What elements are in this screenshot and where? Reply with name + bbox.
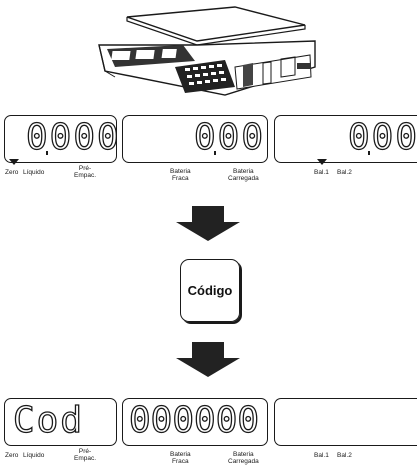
row2-label-liquido: Líquido <box>23 452 45 459</box>
row1-zero-indicator-icon <box>9 159 19 165</box>
codigo-key-button[interactable]: Código <box>180 259 240 322</box>
row1-label-pre-empac: Pré- Empac. <box>74 165 97 179</box>
row1-bal1-indicator-icon <box>317 159 327 165</box>
row1-panel2-digits: 000 <box>193 117 266 158</box>
row2-panel1-text: Cod <box>12 400 85 441</box>
row2-label-bal1: Bal.1 <box>314 452 329 459</box>
row1-label-bateria-carregada: Bateria Carregada <box>228 168 259 182</box>
row2-display-panel-3 <box>274 398 417 446</box>
row1-label-bateria-fraca: Bateria Fraca <box>170 168 191 182</box>
row1-panel1-digits: 0000 <box>25 117 121 158</box>
row2-label-pre-empac: Pré- Empac. <box>74 448 97 462</box>
row1-display-panel-2: 000 <box>122 115 268 163</box>
row1-display-panel-3: 000 <box>274 115 417 165</box>
scale-illustration <box>98 6 316 96</box>
row2-display-panel-2: 000000 <box>122 398 268 446</box>
row2-label-bal2: Bal.2 <box>337 452 352 459</box>
row1-panel3-digits: 000 <box>347 117 417 158</box>
down-arrow-icon <box>176 206 240 241</box>
row1-label-bal2: Bal.2 <box>337 169 352 176</box>
row2-label-zero: Zero <box>5 452 19 459</box>
row2-label-bateria-carregada: Bateria Carregada <box>228 451 259 465</box>
row1-panel1-decimal-point <box>46 151 48 155</box>
row1-label-liquido: Líquido <box>23 169 45 176</box>
row2-display-panel-1: Cod <box>4 398 117 446</box>
row2-label-bateria-fraca: Bateria Fraca <box>170 451 191 465</box>
down-arrow-icon <box>176 342 240 377</box>
row2-panel2-digits: 000000 <box>128 400 260 441</box>
row1-panel3-decimal-point <box>368 151 370 155</box>
row1-panel2-decimal-point <box>214 151 216 155</box>
row1-label-bal1: Bal.1 <box>314 169 329 176</box>
row1-display-panel-1: 0000 <box>4 115 119 165</box>
row1-label-zero: Zero <box>5 169 19 176</box>
